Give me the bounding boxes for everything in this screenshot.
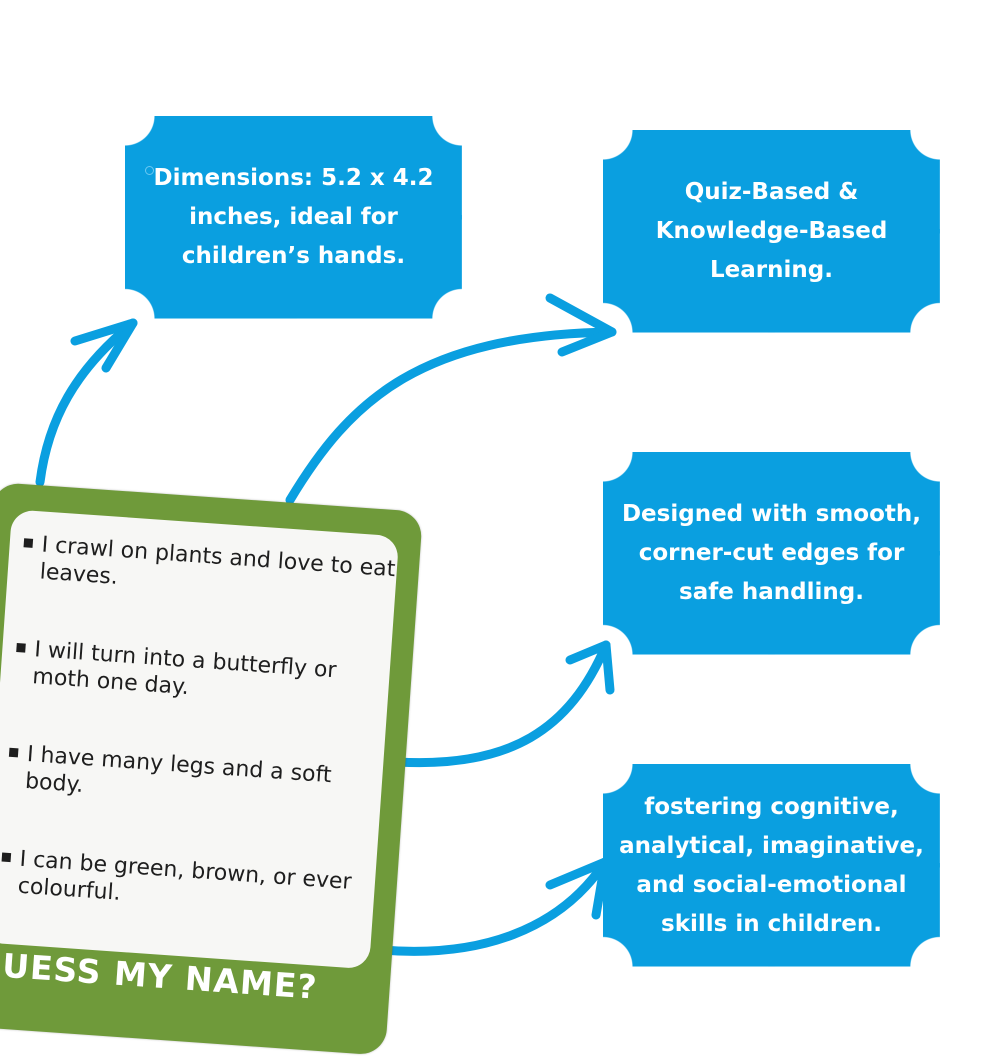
bullet-square-icon bbox=[23, 538, 34, 548]
clue-item: I can be green, brown, or ever colourful… bbox=[1, 845, 376, 925]
bullet-circle-icon bbox=[145, 166, 154, 175]
callout-skills: fostering cognitive, analytical, imagina… bbox=[603, 764, 940, 967]
arrow-icon bbox=[285, 327, 617, 505]
clue-item: I will turn into a butterfly or moth one… bbox=[16, 635, 391, 715]
arrow-icon bbox=[70, 318, 138, 373]
clue-item: I have many legs and a soft body. bbox=[8, 740, 383, 820]
bullet-square-icon bbox=[16, 642, 26, 653]
clue-text: I crawl on plants and love to eat leaves… bbox=[38, 532, 397, 590]
bullet-square-icon bbox=[8, 747, 19, 758]
arrow-icon bbox=[377, 857, 610, 956]
callout-learning: Quiz-Based & Knowledge-Based Learning. bbox=[603, 130, 940, 333]
callout-text: Quiz-Based & Knowledge-Based Learning. bbox=[655, 179, 888, 283]
arrow-icon bbox=[35, 318, 138, 487]
clue-text: I have many legs and a soft body. bbox=[24, 742, 333, 798]
callout-text: Dimensions: 5.2 x 4.2 inches, ideal for … bbox=[153, 165, 434, 269]
callout-text: fostering cognitive, analytical, imagina… bbox=[619, 793, 924, 937]
callout-dimensions: Dimensions: 5.2 x 4.2 inches, ideal for … bbox=[125, 116, 462, 319]
bullet-square-icon bbox=[1, 852, 12, 863]
clue-text: I will turn into a butterfly or moth one… bbox=[31, 637, 338, 701]
clue-item: I crawl on plants and love to eat leaves… bbox=[23, 531, 398, 611]
clue-text: I can be green, brown, or ever colourful… bbox=[16, 846, 353, 906]
callout-text: Designed with smooth, corner-cut edges f… bbox=[621, 501, 922, 605]
arrow-icon bbox=[393, 640, 611, 768]
clue-panel: I crawl on plants and love to eat leaves… bbox=[0, 509, 400, 970]
game-card: I crawl on plants and love to eat leaves… bbox=[0, 482, 423, 1056]
callout-design: Designed with smooth, corner-cut edges f… bbox=[603, 452, 940, 655]
